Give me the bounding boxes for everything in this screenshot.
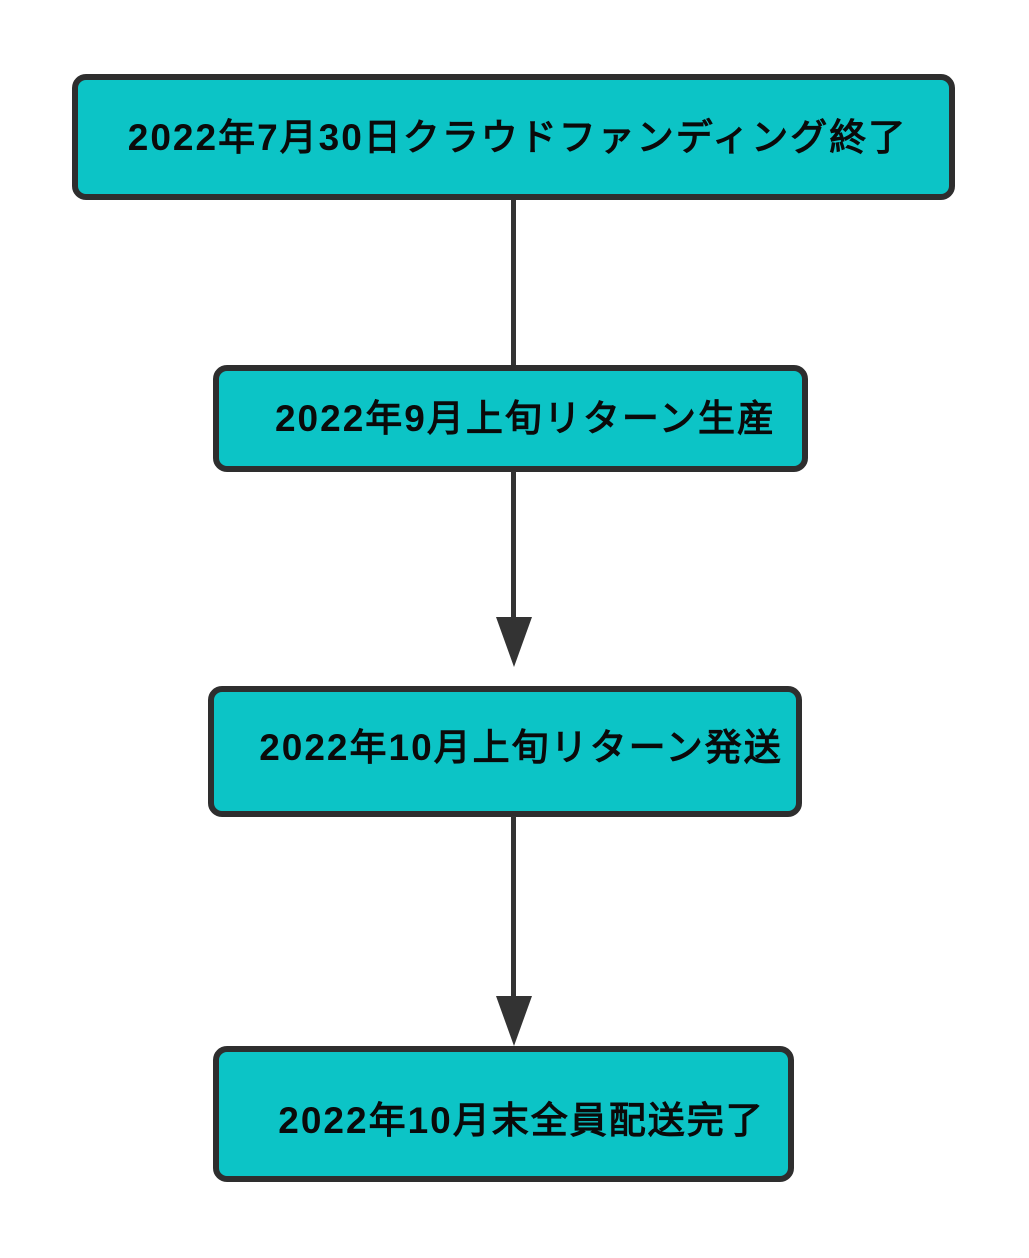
- flowchart-node-return-shipping: 2022年10月上旬リターン発送: [208, 686, 802, 817]
- connector-line-3: [511, 816, 516, 998]
- node-label: 2022年10月上旬リターン発送: [259, 727, 783, 768]
- arrowhead-down-icon: [496, 617, 532, 667]
- node-label: 2022年7月30日クラウドファンディング終了: [127, 116, 908, 158]
- node-label: 2022年10月末全員配送完了: [278, 1099, 765, 1141]
- connector-line-2: [511, 471, 516, 618]
- flowchart-node-delivery-complete: 2022年10月末全員配送完了: [213, 1046, 794, 1182]
- node-label: 2022年9月上旬リターン生産: [274, 398, 777, 439]
- connector-line-1: [511, 200, 516, 365]
- flowchart-node-return-production: 2022年9月上旬リターン生産: [213, 365, 808, 472]
- arrowhead-down-icon: [496, 996, 532, 1046]
- flowchart-node-crowdfunding-end: 2022年7月30日クラウドファンディング終了: [72, 74, 955, 200]
